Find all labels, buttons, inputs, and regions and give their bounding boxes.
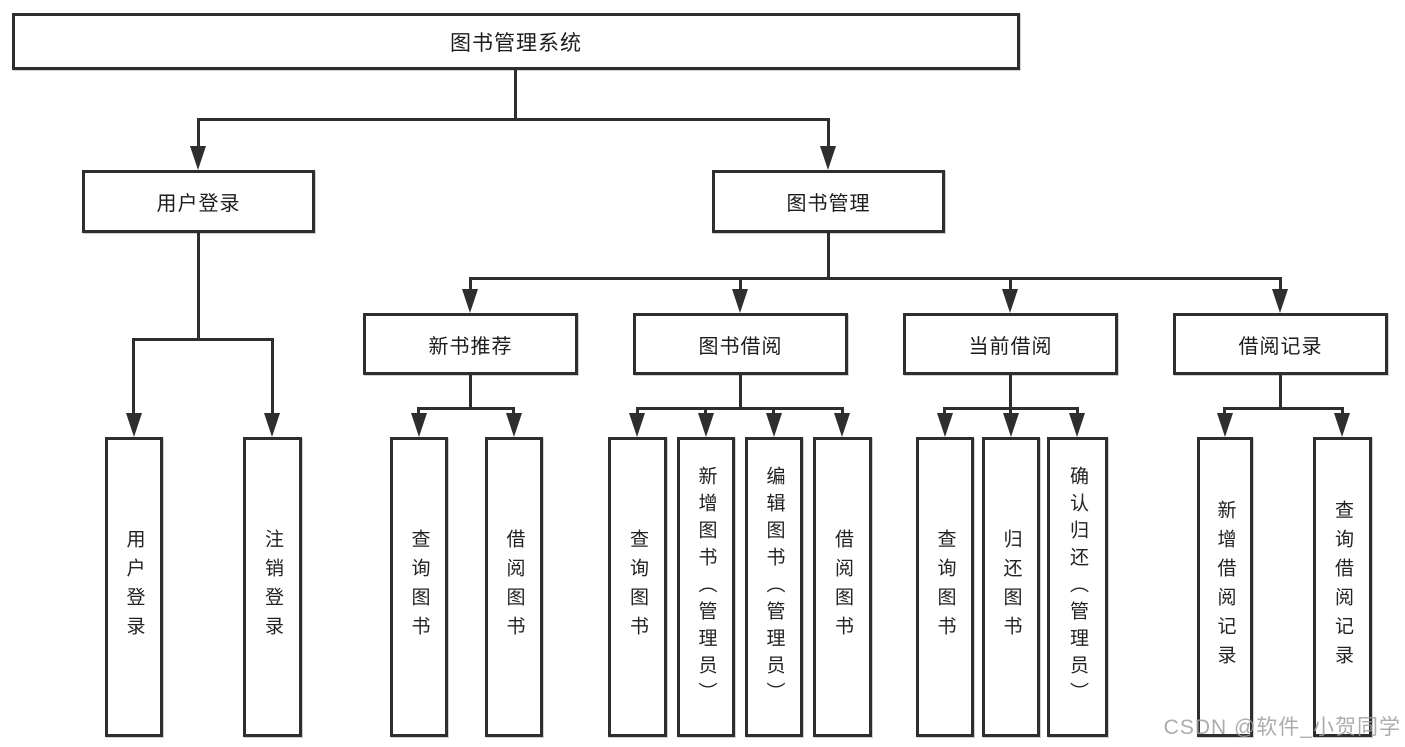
arrowhead-to-leaf-logout [264,413,280,437]
node-borrowing-records-label: 借阅记录 [1238,335,1323,358]
arrowhead-to-leaf-add-book [698,413,714,437]
connector-to-leaf-logout-shaft [271,338,274,418]
leaf-return-book-label: 归还图书 [1000,529,1022,645]
connector-to-leaf-query-book-3-shaft [943,407,946,417]
arrowhead-to-leaf-add-record [1217,413,1233,437]
leaf-add-borrow-record-label: 新增借阅记录 [1214,500,1236,674]
node-current-borrowing-label: 当前借阅 [968,335,1053,358]
connector-user-login-stem [197,233,200,338]
connector-to-book-borrow-shaft [739,277,742,293]
watermark-csdn: CSDN @软件_小贺同学 [1163,716,1401,739]
node-current-borrowing: 当前借阅 [903,313,1118,375]
node-user-login: 用户登录 [82,170,315,233]
arrowhead-to-leaf-borrow-book-2 [834,413,850,437]
connector-to-leaf-edit-book-shaft [772,407,775,417]
node-book-borrowing: 图书借阅 [633,313,848,375]
arrowhead-to-user-login [190,146,206,170]
leaf-query-book-3-label: 查询图书 [934,529,956,645]
arrowhead-to-leaf-query-book-3 [937,413,953,437]
connector-current-borrow-stem [1009,375,1012,407]
connector-root-branch-bar [197,118,830,121]
connector-to-leaf-login-shaft [132,338,135,418]
arrowhead-to-leaf-query-book-1 [411,413,427,437]
connector-to-leaf-add-book-shaft [704,407,707,417]
node-borrowing-records: 借阅记录 [1173,313,1388,375]
node-book-management: 图书管理 [712,170,945,233]
arrowhead-to-current-borrow [1002,289,1018,313]
arrowhead-to-leaf-query-book-2 [629,413,645,437]
connector-to-leaf-query-book-2-shaft [636,407,639,417]
arrowhead-to-leaf-borrow-book-1 [506,413,522,437]
leaf-borrow-book-2: 借阅图书 [813,437,872,737]
connector-to-leaf-confirm-return-shaft [1076,407,1079,417]
connector-to-current-borrow-shaft [1009,277,1012,293]
arrowhead-to-leaf-confirm-return [1069,413,1085,437]
connector-book-mgmt-stem [827,233,830,277]
arrowhead-to-leaf-edit-book [766,413,782,437]
connector-root-stem [514,70,517,118]
node-book-management-label: 图书管理 [786,193,871,215]
connector-to-book-mgmt-shaft [827,118,830,152]
arrowhead-to-book-borrow [732,289,748,313]
leaf-query-book-2: 查询图书 [608,437,667,737]
node-new-book-recommendation: 新书推荐 [363,313,578,375]
connector-book-borrow-branch-bar [636,407,844,410]
leaf-confirm-return-admin-label: 确认归还（管理员） [1067,465,1088,709]
leaf-query-borrow-record-label: 查询借阅记录 [1332,500,1353,674]
leaf-add-borrow-record: 新增借阅记录 [1197,437,1253,737]
leaf-logout-label: 注销登录 [262,529,283,645]
leaf-edit-book-admin-label: 编辑图书（管理员） [763,465,785,709]
connector-to-leaf-borrow-book-2-shaft [841,407,844,417]
leaf-user-login-label: 用户登录 [123,529,145,645]
leaf-user-login: 用户登录 [105,437,163,737]
connector-to-leaf-add-record-shaft [1223,407,1226,417]
connector-to-leaf-borrow-book-1-shaft [512,407,515,417]
connector-to-new-book-rec-shaft [469,277,472,293]
leaf-return-book: 归还图书 [982,437,1040,737]
connector-new-book-rec-stem [469,375,472,407]
leaf-add-book-admin: 新增图书（管理员） [677,437,735,737]
connector-book-mgmt-branch-bar [469,277,1282,280]
connector-to-leaf-query-record-shaft [1341,407,1344,417]
node-library-management-system: 图书管理系统 [12,13,1020,70]
connector-to-borrow-records-shaft [1279,277,1282,293]
connector-borrow-records-stem [1279,375,1282,407]
leaf-query-borrow-record: 查询借阅记录 [1313,437,1372,737]
arrowhead-to-book-mgmt [820,146,836,170]
leaf-borrow-book-1: 借阅图书 [485,437,543,737]
leaf-query-book-1: 查询图书 [390,437,448,737]
connector-to-leaf-return-book-shaft [1009,407,1012,417]
arrowhead-to-borrow-records [1272,289,1288,313]
leaf-query-book-3: 查询图书 [916,437,974,737]
leaf-query-book-2-label: 查询图书 [627,529,648,645]
node-user-login-label: 用户登录 [156,193,241,215]
leaf-edit-book-admin: 编辑图书（管理员） [745,437,803,737]
connector-to-user-login-shaft [197,118,200,152]
leaf-confirm-return-admin: 确认归还（管理员） [1047,437,1108,737]
leaf-add-book-admin-label: 新增图书（管理员） [695,465,717,709]
leaf-query-book-1-label: 查询图书 [408,529,430,645]
leaf-logout: 注销登录 [243,437,302,737]
connector-new-book-rec-branch-bar [417,407,515,410]
arrowhead-to-new-book-rec [462,289,478,313]
node-new-book-recommendation-label: 新书推荐 [428,335,513,358]
node-library-management-system-label: 图书管理系统 [450,31,582,55]
arrowhead-to-leaf-query-record [1334,413,1350,437]
arrowhead-to-leaf-return-book [1003,413,1019,437]
arrowhead-to-leaf-login [126,413,142,437]
connector-to-leaf-query-book-1-shaft [417,407,420,417]
connector-borrow-records-branch-bar [1223,407,1344,410]
leaf-borrow-book-2-label: 借阅图书 [832,529,853,645]
connector-book-borrow-stem [739,375,742,407]
connector-user-login-branch-bar [132,338,274,341]
node-book-borrowing-label: 图书借阅 [698,335,783,358]
leaf-borrow-book-1-label: 借阅图书 [503,529,525,645]
